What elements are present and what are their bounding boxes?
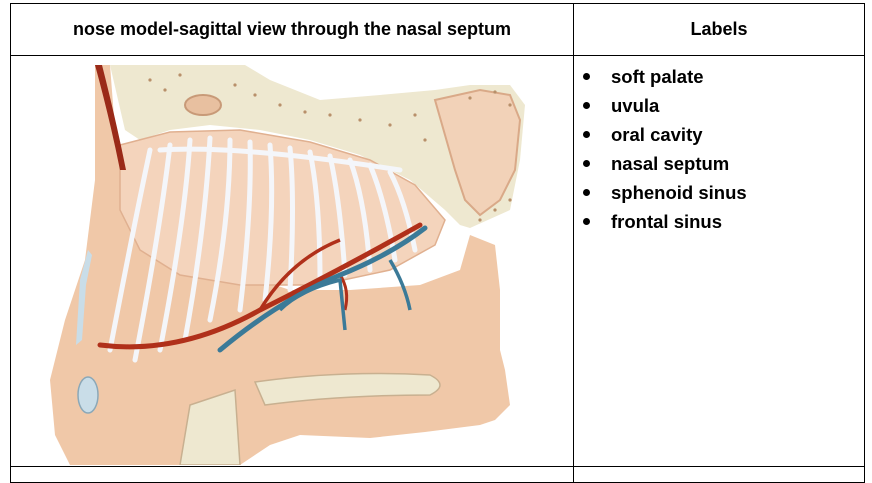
- document-table: nose model-sagittal view through the nas…: [10, 3, 865, 483]
- label-text: uvula: [611, 94, 660, 116]
- bullet-icon: [583, 218, 590, 225]
- bone-pores: [148, 73, 512, 222]
- vein: [217, 225, 428, 353]
- bullet-icon: [583, 160, 590, 167]
- nostril-cartilage: [77, 376, 99, 414]
- nose-model-image: [50, 65, 525, 465]
- bullet-icon: [583, 73, 590, 80]
- bullet-icon: [583, 189, 590, 196]
- column-divider: [573, 4, 574, 482]
- header-image-title: nose model-sagittal view through the nas…: [72, 19, 512, 39]
- sphenoid-sinus-cavity: [184, 94, 222, 116]
- list-item: uvula: [578, 91, 747, 120]
- label-text: sphenoid sinus: [611, 181, 747, 203]
- list-item: nasal septum: [578, 149, 747, 178]
- label-text: nasal septum: [611, 152, 730, 174]
- maxilla-bone: [179, 388, 241, 465]
- bullet-icon: [583, 102, 590, 109]
- header-labels-title: Labels: [690, 19, 748, 39]
- list-item: soft palate: [578, 62, 747, 91]
- labels-list: soft palate uvula oral cavity nasal sept…: [578, 62, 747, 236]
- frontal-sinus-cavity: [433, 88, 522, 217]
- list-item: oral cavity: [578, 120, 747, 149]
- bullet-icon: [583, 131, 590, 138]
- hard-palate: [253, 372, 441, 406]
- header-divider: [11, 55, 864, 56]
- row-divider: [11, 466, 864, 467]
- list-item: sphenoid sinus: [578, 178, 747, 207]
- cartilage-strip: [76, 250, 92, 345]
- label-text: oral cavity: [611, 123, 703, 145]
- label-text: soft palate: [611, 65, 704, 87]
- label-text: frontal sinus: [611, 210, 723, 232]
- list-item: frontal sinus: [578, 207, 747, 236]
- olfactory-nerves: [107, 135, 418, 363]
- soft-tissue-shape: [50, 65, 510, 465]
